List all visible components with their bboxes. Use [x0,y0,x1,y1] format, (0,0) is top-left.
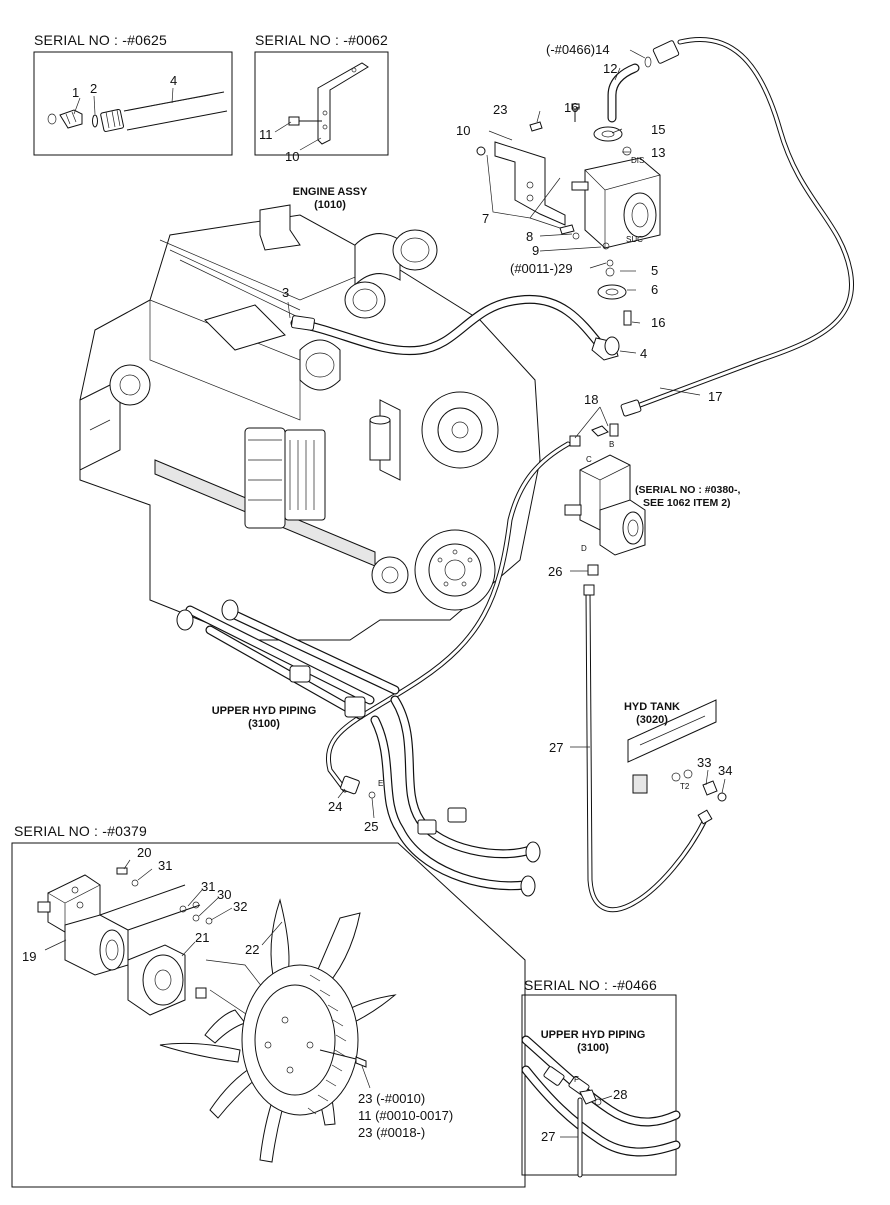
serial-0466-header: SERIAL NO : -#0466 [524,977,658,993]
callout-19: 19 [22,949,37,964]
callout-12: 12 [603,61,618,76]
callout-14: (-#0466)14 [546,42,610,57]
hose-12 [607,40,680,123]
callout-25: 25 [364,819,379,834]
engine-assy-ref: (1010) [314,198,346,211]
callout-22: 22 [245,942,260,957]
port-mark-suc: SUC [626,235,643,244]
port-mark-c: C [586,455,592,464]
callout-11-0010-0017: 11 (#0010-0017) [358,1108,454,1123]
callout-34: 34 [718,763,733,778]
hyd-tank-caption: HYD TANK (3020) [612,701,692,726]
callout-27-inset: 27 [541,1129,556,1144]
callout-16-bottom: 16 [651,315,666,330]
upper-hyd-piping-caption: UPPER HYD PIPING (3100) [198,705,330,730]
callout-30: 30 [217,887,232,902]
serial-0379-header: SERIAL NO : -#0379 [14,823,148,839]
inset-upper-hyd-piping-title: UPPER HYD PIPING [540,1029,646,1041]
upper-hyd-piping-title: UPPER HYD PIPING [211,705,317,717]
callout-33: 33 [697,755,712,770]
port-mark-e: E [378,779,384,788]
callout-20: 20 [137,845,152,860]
callout-2: 2 [90,81,98,96]
port-mark-t2: T2 [680,782,690,791]
serial-0625-header: SERIAL NO : -#0625 [34,32,168,48]
callout-23: 23 [493,102,508,117]
callout-1: 1 [72,85,80,100]
inset-upper-hyd-piping-caption: UPPER HYD PIPING (3100) [528,1029,658,1054]
callout-10: 10 [456,123,471,138]
callout-27: 27 [549,740,564,755]
callout-9: 9 [532,243,540,258]
port-mark-f: F [574,1075,579,1084]
callout-4-pump: 4 [640,346,648,361]
callout-32: 32 [233,899,248,914]
engine-assembly [79,204,541,641]
port-mark-dis: DIS [631,156,645,165]
callout-28: 28 [613,1087,628,1102]
tube-to-upper-hyd-piping [326,441,571,799]
inset-serial-0062 [254,51,389,156]
inset-serial-0379 [11,842,526,1188]
leader-lines [44,49,726,1138]
port-mark-b: B [609,440,615,449]
engine-assy-caption: ENGINE ASSY (1010) [280,186,380,211]
callout-6: 6 [651,282,659,297]
callout-21: 21 [195,930,210,945]
serial-0062-header: SERIAL NO : -#0062 [255,32,389,48]
callout-26: 26 [548,564,563,579]
serial-note-line-2: SEE 1062 ITEM 2) [643,496,731,509]
port-mark-d: D [581,544,587,553]
callout-11-top: 11 [259,127,273,142]
engine-assy-title: ENGINE ASSY [292,186,368,198]
callout-8: 8 [526,229,534,244]
callout-31-a: 31 [158,858,173,873]
callout-24: 24 [328,799,343,814]
callout-4-top: 4 [170,73,178,88]
upper-hyd-piping-ref: (3100) [248,717,280,730]
callout-23-0018: 23 (#0018-) [358,1125,426,1140]
callout-31-b: 31 [201,879,216,894]
callout-23-0010: 23 (-#0010) [358,1091,426,1106]
callout-7: 7 [482,211,490,226]
hose-4-engine-to-pump [290,294,620,361]
inset-serial-0466 [521,994,681,1178]
hyd-tank-ref: (3020) [636,713,668,726]
pump-assembly [476,103,661,326]
callout-5: 5 [651,263,659,278]
inset-serial-0625 [33,51,233,156]
long-tube-14-17 [620,36,854,417]
hyd-tank-title: HYD TANK [623,701,680,713]
inset-upper-hyd-piping-ref: (3100) [577,1041,609,1054]
pump-valve-block [564,423,646,576]
callout-18: 18 [584,392,599,407]
callout-17: 17 [708,389,723,404]
callout-13: 13 [651,145,666,160]
serial-note-caption: (SERIAL NO : #0380-, SEE 1062 ITEM 2) [635,484,740,509]
serial-note-line-1: (SERIAL NO : #0380-, [635,484,741,496]
upper-hyd-piping [176,599,541,897]
callout-15: 15 [651,122,666,137]
callout-16-top: 16 [564,100,579,115]
callout-10-top: 10 [285,149,300,164]
callout-29: (#0011-)29 [510,261,573,276]
hose-27-to-tank [583,584,713,913]
callout-3: 3 [282,285,290,300]
